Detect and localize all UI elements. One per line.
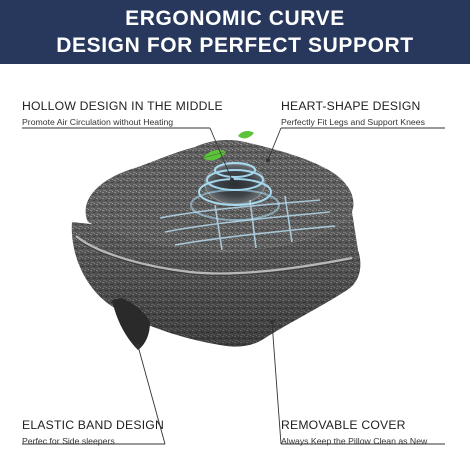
header-title-line2: DESIGN FOR PERFECT SUPPORT	[56, 34, 414, 57]
feature-hollow-subtitle: Promote Air Circulation without Heating	[22, 117, 174, 127]
feature-cover-title: REMOVABLE COVER	[281, 418, 406, 432]
zipper-seam	[75, 235, 353, 275]
airflow-swirl	[190, 162, 280, 221]
header-banner: ERGONOMIC CURVE DESIGN FOR PERFECT SUPPO…	[0, 0, 470, 64]
feature-hollow-design: HOLLOW DESIGN IN THE MIDDLE Promote Air …	[22, 99, 223, 127]
feature-elastic-subtitle: Perfec for Side sleepers	[22, 436, 115, 446]
callout-lines	[22, 127, 445, 445]
feature-cover-subtitle: Always Keep the Pillow Clean as New	[281, 436, 428, 446]
leaf-icon	[238, 131, 254, 139]
feature-removable-cover: REMOVABLE COVER Always Keep the Pillow C…	[281, 418, 427, 446]
feature-heart-title: HEART-SHAPE DESIGN	[281, 99, 421, 113]
callout-dots	[136, 158, 274, 348]
feature-elastic-title: ELASTIC BAND DESIGN	[22, 418, 164, 432]
feature-heart-shape: HEART-SHAPE DESIGN Perfectly Fit Legs an…	[281, 99, 425, 127]
elastic-band	[112, 298, 150, 350]
feature-hollow-title: HOLLOW DESIGN IN THE MIDDLE	[22, 99, 223, 113]
feature-elastic-band: ELASTIC BAND DESIGN Perfec for Side slee…	[22, 418, 164, 446]
airflow-grid	[159, 195, 336, 251]
feature-heart-subtitle: Perfectly Fit Legs and Support Knees	[281, 117, 425, 127]
header-title-line1: ERGONOMIC CURVE	[125, 7, 345, 30]
